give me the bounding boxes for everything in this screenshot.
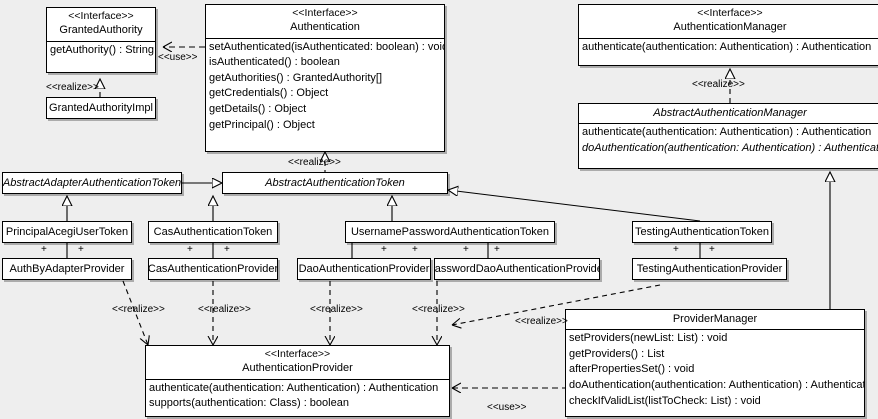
operation: getAuthority() : String [50, 43, 154, 56]
edge-label-realize-abstract-authentication-token: <<realize>> [288, 157, 341, 168]
edge-label-use-authentication-granted-authority: <<use>> [158, 52, 198, 63]
edge-label-realize-abstract-authentication-manager: <<realize>> [692, 79, 745, 90]
association-marker-plus: + [709, 244, 715, 255]
class-header: AbstractAuthenticationManager [579, 104, 878, 123]
stereotype-label: <<Interface>> [68, 10, 134, 22]
class-header: <<Interface>> GrantedAuthority [47, 8, 155, 41]
class-granted-authority[interactable]: <<Interface>> GrantedAuthority getAuthor… [46, 7, 156, 73]
association-marker-plus: + [224, 244, 230, 255]
operations-compartment: setProviders(newList: List) : void getPr… [566, 329, 864, 410]
operation: getDetails() : Object [209, 102, 307, 115]
class-name: AbstractAdapterAuthenticationToken [2, 177, 182, 189]
operation: setProviders(newList: List) : void [569, 332, 728, 345]
class-name: AbstractAuthenticationToken [265, 177, 405, 189]
class-dao-authentication-provider[interactable]: DaoAuthenticationProvider [297, 258, 431, 280]
operation: getPrincipal() : Object [209, 118, 315, 131]
association-marker-plus: + [463, 244, 469, 255]
edge-label-realize-granted-authority-impl: <<realize>> [46, 82, 99, 93]
class-name: PrincipalAcegiUserToken [5, 226, 129, 238]
stereotype-label: <<Interface>> [292, 7, 358, 19]
class-name: PasswordDaoAuthenticationProvider [434, 263, 600, 275]
class-cas-authentication-provider[interactable]: CasAuthenticationProvider [148, 258, 278, 280]
class-auth-by-adapter-provider[interactable]: AuthByAdapterProvider [2, 258, 132, 280]
class-cas-authentication-token[interactable]: CasAuthenticationToken [148, 221, 278, 243]
class-authentication-manager[interactable]: <<Interface>> AuthenticationManager auth… [578, 4, 878, 66]
class-name: ProviderManager [672, 313, 758, 325]
operation: supports(authentication: Class) : boolea… [149, 397, 349, 410]
operation: authenticate(authentication: Authenticat… [149, 381, 439, 394]
class-provider-manager[interactable]: ProviderManager setProviders(newList: Li… [565, 309, 865, 417]
class-name: GrantedAuthorityImpl [49, 102, 153, 114]
class-header: ProviderManager [566, 310, 864, 329]
association-marker-plus: + [78, 244, 84, 255]
association-marker-plus: + [41, 244, 47, 255]
class-name: AbstractAuthenticationManager [653, 107, 807, 119]
class-name: CasAuthenticationProvider [148, 263, 278, 275]
operation: isAuthenticated() : boolean [209, 56, 340, 69]
edge-label-realize-auth-by-adapter-provider: <<realize>> [112, 304, 165, 315]
class-authentication-provider[interactable]: <<Interface>> AuthenticationProvider aut… [145, 345, 450, 417]
association-marker-plus: + [412, 244, 418, 255]
operations-compartment: setAuthenticated(isAuthenticated: boolea… [206, 37, 445, 135]
operations-compartment: authenticate(authentication: Authenticat… [146, 378, 449, 413]
operations-compartment: getAuthority() : String [47, 40, 155, 60]
operation: afterPropertiesSet() : void [569, 363, 695, 376]
class-password-dao-authentication-provider[interactable]: PasswordDaoAuthenticationProvider [434, 258, 600, 280]
operation: getProviders() : List [569, 347, 665, 360]
association-marker-plus: + [494, 244, 500, 255]
class-name: AuthenticationManager [673, 21, 787, 34]
class-name: UsernamePasswordAuthenticationToken [350, 226, 550, 238]
class-username-password-authentication-token[interactable]: UsernamePasswordAuthenticationToken [345, 221, 555, 243]
operation: getCredentials() : Object [209, 87, 329, 100]
association-marker-plus: + [187, 244, 193, 255]
class-principal-acegi-user-token[interactable]: PrincipalAcegiUserToken [2, 221, 132, 243]
class-name: Authentication [290, 21, 360, 34]
stereotype-label: <<Interface>> [697, 7, 763, 19]
class-abstract-authentication-manager[interactable]: AbstractAuthenticationManager authentica… [578, 103, 878, 169]
edge-label-realize-dao-authentication-provider: <<realize>> [310, 304, 363, 315]
class-name: TestingAuthenticationToken [635, 226, 769, 238]
class-name: AuthByAdapterProvider [9, 263, 125, 275]
class-testing-authentication-provider[interactable]: TestingAuthenticationProvider [632, 258, 787, 280]
operation: checkIfValidList(listToCheck: List) : vo… [569, 394, 761, 407]
operation: doAuthentication(authentication: Authent… [582, 141, 878, 154]
class-name: GrantedAuthority [59, 24, 143, 37]
operation: doAuthentication(authentication: Authent… [569, 378, 865, 391]
edge-label-realize-testing-authentication-provider: <<realize>> [515, 316, 568, 327]
class-header: <<Interface>> AuthenticationProvider [146, 346, 449, 379]
class-granted-authority-impl[interactable]: GrantedAuthorityImpl [46, 97, 156, 119]
class-abstract-authentication-token[interactable]: AbstractAuthenticationToken [222, 172, 448, 194]
stereotype-label: <<Interface>> [264, 348, 331, 360]
class-name: CasAuthenticationToken [153, 226, 273, 238]
operation: authenticate(authentication: Authenticat… [582, 126, 872, 139]
edge-label-realize-cas-authentication-provider: <<realize>> [198, 304, 251, 315]
association-marker-plus: + [381, 244, 387, 255]
operation: authenticate(authentication: Authenticat… [582, 40, 872, 53]
operation: getAuthorities() : GrantedAuthority[] [209, 71, 383, 84]
class-header: <<Interface>> Authentication [206, 5, 444, 38]
class-name: DaoAuthenticationProvider [298, 263, 430, 275]
association-marker-plus: + [673, 244, 679, 255]
class-authentication[interactable]: <<Interface>> Authentication setAuthenti… [205, 4, 445, 152]
operations-compartment: authenticate(authentication: Authenticat… [579, 37, 878, 57]
class-testing-authentication-token[interactable]: TestingAuthenticationToken [632, 221, 772, 243]
class-name: TestingAuthenticationProvider [636, 263, 783, 275]
edge-label-realize-password-dao-authentication-provider: <<realize>> [412, 304, 465, 315]
class-abstract-adapter-authentication-token[interactable]: AbstractAdapterAuthenticationToken [2, 172, 182, 194]
class-header: <<Interface>> AuthenticationManager [579, 5, 878, 38]
class-name: AuthenticationProvider [242, 362, 353, 375]
operations-compartment: authenticate(authentication: Authenticat… [579, 123, 878, 157]
operation: setAuthenticated(isAuthenticated: boolea… [209, 40, 445, 53]
edge-label-use-provider-manager: <<use>> [487, 402, 527, 413]
